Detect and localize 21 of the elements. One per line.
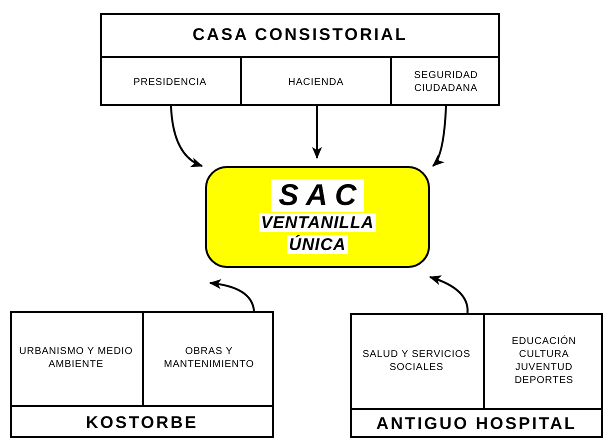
- department-box: [10, 311, 274, 438]
- service-name: VENTANILLA ÚNICA: [258, 212, 378, 255]
- arrow: [170, 106, 203, 167]
- department-box: [350, 313, 603, 438]
- department-title: KOSTORBE: [86, 412, 198, 434]
- section-cell: SALUD Y SERVICIOS SOCIALES: [350, 313, 485, 408]
- section-cell: URBANISMO Y MEDIO AMBIENTE: [10, 311, 144, 405]
- department-title: ANTIGUO HOSPITAL: [376, 413, 577, 436]
- central-service-box: [205, 166, 430, 268]
- arrow: [429, 276, 469, 314]
- arrow: [209, 279, 255, 312]
- section-cell: EDUCACIÓN CULTURA JUVENTUD DEPORTES: [485, 313, 603, 408]
- department-box: [100, 13, 500, 106]
- section-cell: PRESIDENCIA: [100, 58, 242, 106]
- section-cell: HACIENDA: [242, 58, 392, 106]
- arrow: [432, 106, 447, 167]
- section-cell: OBRAS Y MANTENIMIENTO: [144, 311, 274, 405]
- section-cell: SEGURIDAD CIUDADANA: [392, 58, 500, 106]
- arrow: [312, 106, 322, 159]
- department-title: CASA CONSISTORIAL: [192, 24, 408, 46]
- service-acronym: S A C: [270, 179, 364, 212]
